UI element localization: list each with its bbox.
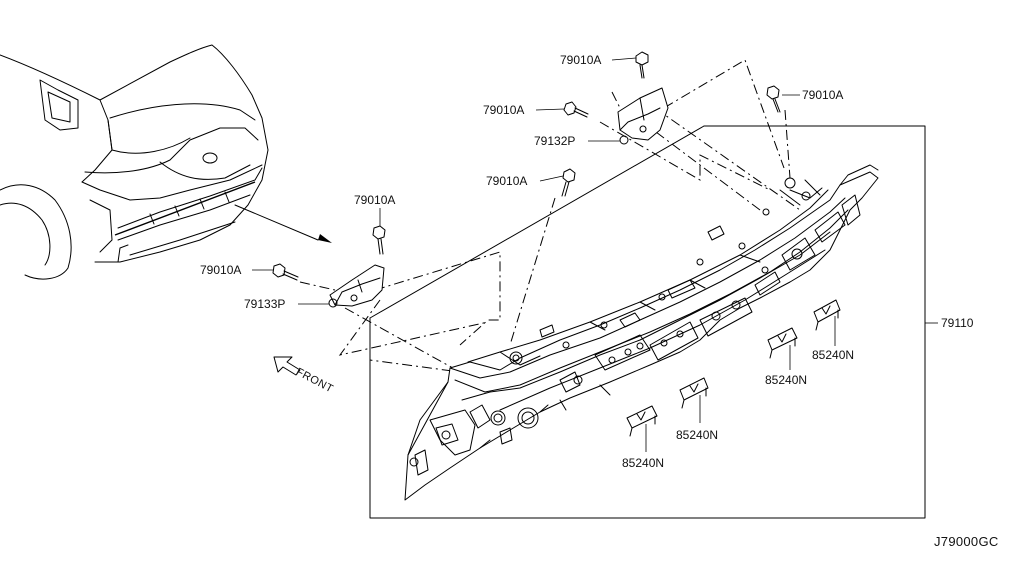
bolt-left-side [272, 263, 299, 281]
label-clip-4: 85240N [622, 456, 665, 470]
label-bolt-top-right: 79010A [802, 88, 844, 102]
bolt-left-upper [372, 225, 386, 255]
label-clip-2: 85240N [765, 373, 808, 387]
label-bolt-top-center: 79010A [560, 53, 602, 67]
vehicle-rear-illustration [0, 44, 332, 280]
clip-1 [813, 299, 841, 331]
label-bracket-lower: 79133P [244, 297, 286, 311]
assembly-border [369, 125, 926, 519]
diagram-code: J79000GC [934, 534, 999, 549]
label-bolt-middle: 79010A [486, 174, 528, 188]
label-bolt-top-left: 79010A [483, 103, 525, 117]
label-clip-1: 85240N [812, 348, 855, 362]
bracket-79132p [617, 87, 669, 145]
bolt-top-left [563, 101, 589, 118]
reference-lines [299, 59, 801, 373]
clip-3 [679, 377, 709, 409]
label-rear-panel-assembly: 79110 [941, 316, 974, 330]
front-arrow-icon [273, 356, 301, 376]
rear-panel-assembly [404, 164, 879, 501]
label-clip-3: 85240N [676, 428, 719, 442]
bracket-79133p [328, 264, 385, 308]
bolt-top-center [635, 51, 649, 79]
leader-lines [252, 57, 938, 452]
label-bolt-left-upper: 79010A [354, 193, 396, 207]
bolt-top-right [766, 85, 781, 113]
clip-2 [767, 327, 798, 359]
label-bolt-left-side: 79010A [200, 263, 242, 277]
bolt-middle [561, 168, 576, 197]
clip-4 [626, 405, 658, 437]
label-bracket-upper: 79132P [534, 134, 576, 148]
